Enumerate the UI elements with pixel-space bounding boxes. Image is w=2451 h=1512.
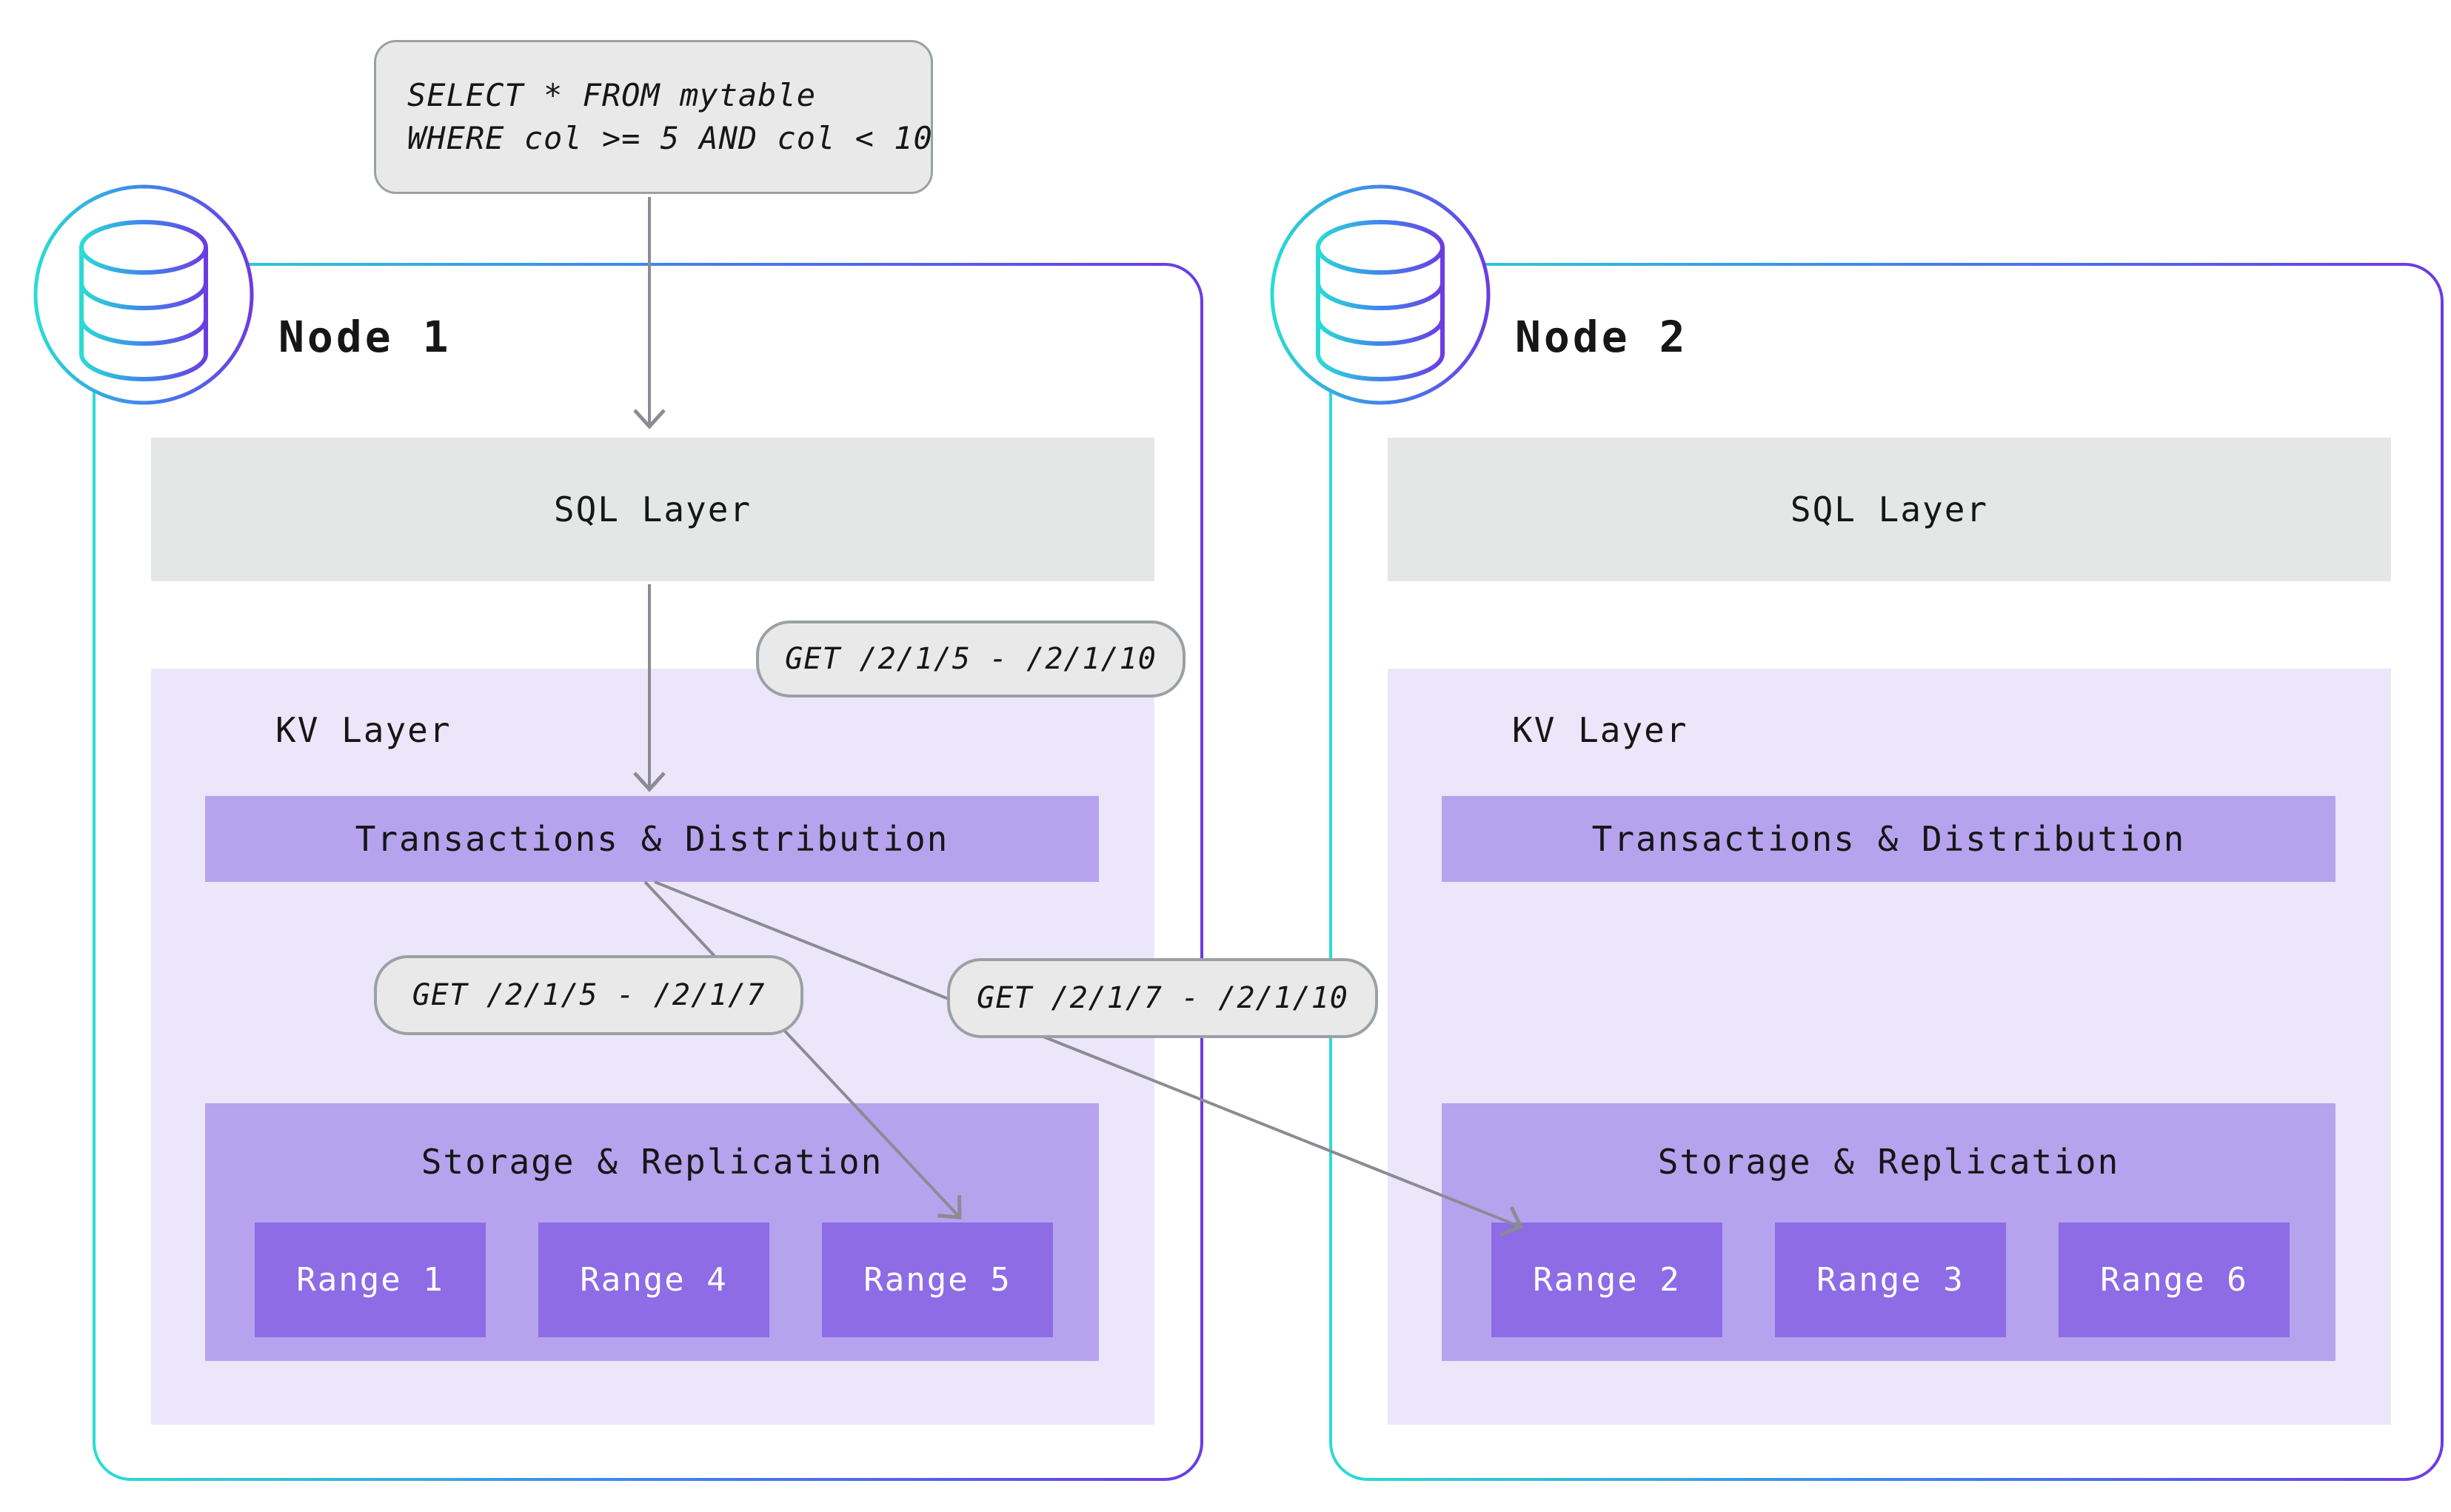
node-1-sql-layer: SQL Layer (151, 438, 1154, 581)
sql-layer-label: SQL Layer (1790, 489, 1989, 529)
range-box: Range 6 (2059, 1222, 2290, 1337)
kv-get-split-right-callout: GET /2/1/7 - /2/1/10 (947, 958, 1378, 1038)
node-2-storage-box: Storage & Replication Range 2 Range 3 Ra… (1442, 1103, 2335, 1361)
range-box: Range 4 (538, 1222, 769, 1337)
range-box: Range 5 (822, 1222, 1053, 1337)
kv-get-split-left-callout: GET /2/1/5 - /2/1/7 (374, 955, 803, 1035)
range-box: Range 3 (1775, 1222, 2006, 1337)
transactions-label: Transactions & Distribution (355, 819, 949, 859)
kv-layer-label: KV Layer (1512, 710, 1688, 750)
kv-get-full-range-callout: GET /2/1/5 - /2/1/10 (756, 620, 1186, 698)
transactions-label: Transactions & Distribution (1591, 819, 2186, 859)
node-2-sql-layer: SQL Layer (1388, 438, 2391, 581)
node-2-panel: Node 2 SQL Layer KV Layer Transactions &… (1331, 264, 2442, 1479)
node-2-title: Node 2 (1515, 312, 1688, 362)
node-1-transactions-bar: Transactions & Distribution (205, 796, 1099, 882)
range-box: Range 2 (1491, 1222, 1722, 1337)
node-1-kv-layer: KV Layer Transactions & Distribution Sto… (151, 669, 1154, 1425)
sql-query-line: SELECT * FROM mytable (407, 77, 817, 113)
kv-layer-label: KV Layer (275, 710, 452, 750)
storage-label: Storage & Replication (1657, 1142, 2120, 1182)
range-box: Range 1 (255, 1222, 486, 1337)
node-1-title: Node 1 (278, 312, 452, 362)
node-2-transactions-bar: Transactions & Distribution (1442, 796, 2335, 882)
node-1-storage-box: Storage & Replication Range 1 Range 4 Ra… (205, 1103, 1099, 1361)
node-2-kv-layer: KV Layer Transactions & Distribution Sto… (1388, 669, 2391, 1425)
sql-query-line: WHERE col >= 5 AND col < 10 (407, 120, 933, 156)
sql-layer-label: SQL Layer (553, 489, 752, 529)
node-1-panel: Node 1 SQL Layer KV Layer Transactions &… (94, 264, 1202, 1479)
sql-query-callout: SELECT * FROM mytable WHERE col >= 5 AND… (374, 40, 933, 194)
storage-label: Storage & Replication (421, 1142, 883, 1182)
